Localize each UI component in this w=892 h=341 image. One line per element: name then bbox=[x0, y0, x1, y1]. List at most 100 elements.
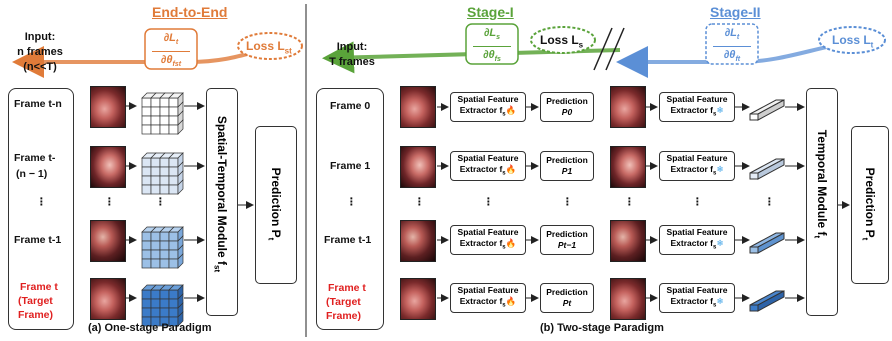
dots: ⋮ bbox=[483, 196, 494, 208]
frame-dots: ⋮ bbox=[346, 196, 357, 208]
frame-label: Frame t- bbox=[14, 152, 56, 164]
target-frame-label: (Target bbox=[326, 296, 361, 308]
stage1-title: Stage-I bbox=[467, 4, 514, 20]
dots: ⋮ bbox=[624, 196, 635, 208]
spatial-temporal-module bbox=[206, 88, 238, 316]
feature-bar bbox=[749, 158, 785, 180]
frame-image bbox=[90, 278, 126, 320]
dots: ⋮ bbox=[562, 196, 573, 208]
target-frame-label: Frame t bbox=[328, 282, 366, 294]
snowflake-icon: ❄ bbox=[716, 163, 724, 174]
stage1-grad-box bbox=[465, 23, 519, 65]
spatial-temporal-module-label: Spatial-Temporal Module fst bbox=[212, 115, 229, 273]
stage2-loss-label: Loss Lt bbox=[832, 33, 874, 50]
frame-image bbox=[400, 86, 436, 128]
frame-image bbox=[400, 220, 436, 262]
feature-cube bbox=[141, 152, 184, 195]
stage2-title: Stage-II bbox=[710, 4, 761, 20]
left-loss-ellipse bbox=[237, 32, 303, 60]
frame-label: (n − 1) bbox=[16, 168, 48, 180]
frame-image bbox=[400, 278, 436, 320]
dots: ⋮ bbox=[155, 196, 166, 208]
feature-bar bbox=[749, 232, 785, 254]
input-line: (n<<T) bbox=[23, 61, 57, 73]
dots: ⋮ bbox=[692, 196, 703, 208]
frame-label: Frame t-1 bbox=[324, 234, 372, 246]
frame-image bbox=[610, 278, 646, 320]
left-prediction-label: Prediction Pt bbox=[266, 167, 283, 241]
right-arrows bbox=[437, 103, 850, 302]
feature-bars bbox=[749, 99, 785, 312]
target-frame-label: Frame t bbox=[20, 281, 58, 293]
frame-label: Frame 0 bbox=[330, 100, 371, 112]
flame-icon: 🔥 bbox=[505, 104, 517, 115]
frame-label: Frame 1 bbox=[330, 160, 371, 172]
frame-image bbox=[610, 146, 646, 188]
stage1-gradient: ∂Ls ∂θfs bbox=[467, 25, 517, 68]
left-frames-box bbox=[8, 88, 74, 330]
input-line: T frames bbox=[329, 56, 375, 68]
stage2-gradient: ∂Lt ∂θft bbox=[707, 25, 757, 68]
stage2-grad-box bbox=[705, 23, 759, 65]
input-line: n frames bbox=[17, 46, 63, 58]
frame-image bbox=[400, 146, 436, 188]
right-frames-box bbox=[316, 88, 384, 330]
snowflake-icon: ❄ bbox=[716, 104, 724, 115]
caption-a: (a) One-stage Paradigm bbox=[88, 322, 212, 334]
stage2-loss-ellipse bbox=[818, 26, 886, 54]
frame-image bbox=[90, 86, 126, 128]
feature-cube bbox=[141, 226, 184, 269]
end-to-end-title: End-to-End bbox=[152, 4, 228, 20]
temporal-module bbox=[806, 88, 838, 316]
frame-label: Frame t-n bbox=[14, 98, 62, 110]
frame-image bbox=[90, 220, 126, 262]
frame-image bbox=[90, 146, 126, 188]
left-loss-label: Loss Lst bbox=[246, 39, 292, 56]
frame-dots: ⋮ bbox=[36, 196, 47, 208]
frame-image bbox=[610, 86, 646, 128]
stage1-loss-label: Loss Ls bbox=[540, 33, 584, 50]
temporal-module-label: Temporal Module ft bbox=[812, 129, 829, 239]
target-frame-label: Frame) bbox=[18, 309, 54, 321]
feature-bar bbox=[749, 290, 785, 312]
right-input-label: Input: T frames bbox=[322, 40, 382, 70]
dots: ⋮ bbox=[414, 196, 425, 208]
input-line: Input: bbox=[24, 31, 56, 43]
frame-image bbox=[610, 220, 646, 262]
feature-cube bbox=[141, 92, 184, 135]
target-frame-label: Frame) bbox=[326, 310, 362, 322]
flame-icon: 🔥 bbox=[505, 237, 517, 248]
right-prediction-label: Prediction Pt bbox=[860, 167, 877, 241]
snowflake-icon: ❄ bbox=[716, 237, 724, 248]
right-prediction-box bbox=[851, 126, 889, 284]
left-input-label: Input: n frames (n<<T) bbox=[10, 30, 70, 75]
caption-b: (b) Two-stage Paradigm bbox=[540, 322, 664, 334]
left-grad-box bbox=[144, 28, 198, 70]
dots: ⋮ bbox=[764, 196, 775, 208]
left-prediction-box bbox=[255, 126, 297, 284]
flame-icon: 🔥 bbox=[505, 295, 517, 306]
flame-icon: 🔥 bbox=[505, 163, 517, 174]
feature-bar bbox=[749, 99, 785, 121]
dots: ⋮ bbox=[104, 196, 115, 208]
input-line: Input: bbox=[336, 41, 368, 53]
target-frame-label: (Target bbox=[18, 295, 53, 307]
left-gradient: ∂Lt ∂θfst bbox=[146, 30, 196, 73]
break-mark bbox=[593, 27, 613, 71]
snowflake-icon: ❄ bbox=[716, 295, 724, 306]
left-arrows bbox=[126, 102, 254, 302]
